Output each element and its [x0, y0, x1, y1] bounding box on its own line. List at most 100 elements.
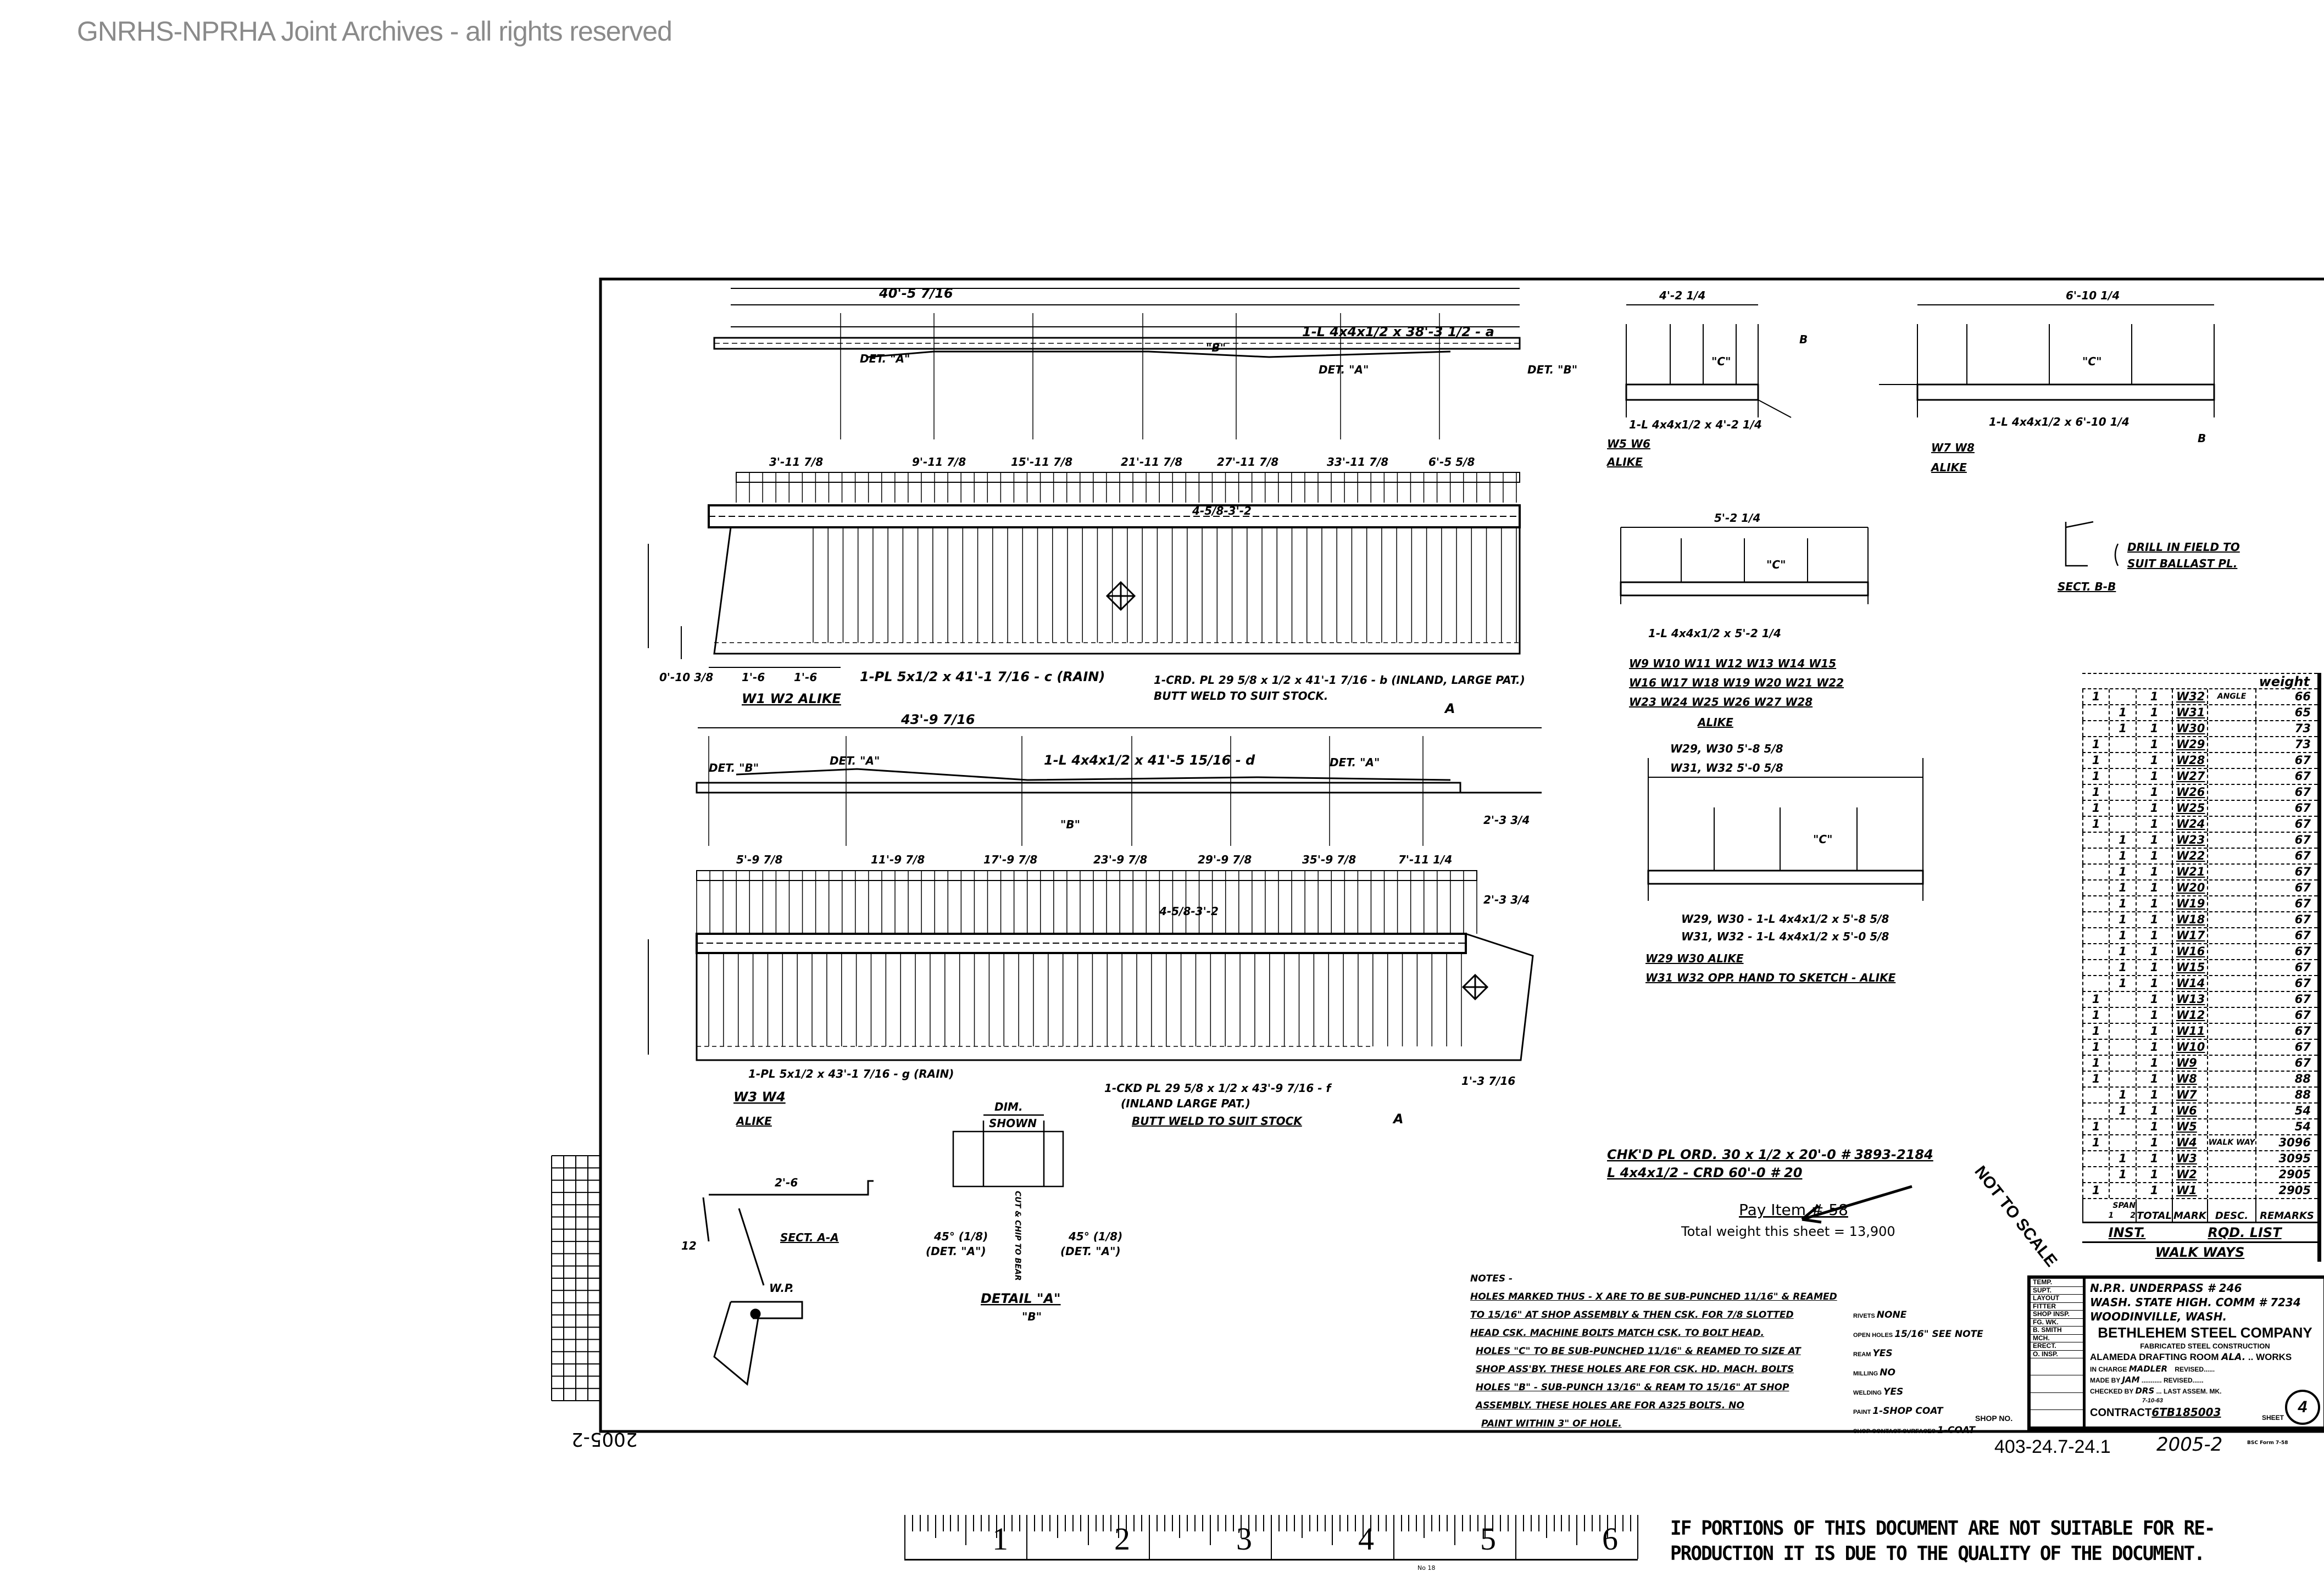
ruler-tick [1034, 1515, 1036, 1531]
ruler-tick [1355, 1515, 1356, 1531]
order-notes: CHK'D PL ORD. 30 x 1/2 x 20'-0 # 3893-21… [1607, 1147, 1933, 1239]
span-2-qty [2109, 1024, 2136, 1039]
ruler-tick [1049, 1515, 1051, 1531]
ruler-tick [1263, 1515, 1265, 1531]
weight: 67 [2255, 785, 2317, 800]
span-1-qty [2082, 976, 2109, 991]
span-2: 2 [2130, 1211, 2136, 1220]
total-qty: 1 [2136, 944, 2172, 959]
mark: W32 [2172, 689, 2207, 704]
mark: W27 [2172, 769, 2207, 784]
dim-label: DIM. [994, 1100, 1023, 1113]
span-1-qty [2082, 849, 2109, 863]
total-qty: 1 [2136, 1040, 2172, 1055]
total-weight: Total weight this sheet = 13,900 [1681, 1224, 1895, 1239]
total-qty: 1 [2136, 817, 2172, 832]
span-2-qty: 1 [2109, 881, 2136, 895]
checked-date: 7-10-63 [2090, 1397, 2320, 1405]
description [2207, 705, 2255, 720]
in-charge-row: IN CHARGE MADLER REVISED...... [2090, 1364, 2215, 1374]
ruler-tick [1377, 1515, 1379, 1531]
span-1-qty [2082, 833, 2109, 848]
in-charge-label: IN CHARGE [2090, 1366, 2127, 1373]
ruler-number: 6 [1602, 1521, 1618, 1557]
span-2-qty: 1 [2109, 1104, 2136, 1118]
drill-note: DRILL IN FIELD TO [2127, 540, 2240, 554]
weight: 67 [2255, 1040, 2317, 1055]
last-mark-label: LAST ASSEM. MK. [2163, 1387, 2222, 1395]
desc-header: DESC. [2207, 1199, 2255, 1222]
spec-value: YES [1883, 1386, 1904, 1397]
ruler-maker: No 18 [1417, 1564, 1436, 1572]
span-1-qty: 1 [2082, 1024, 2109, 1039]
span-1-qty: 1 [2082, 737, 2109, 752]
mark: W5 [2172, 1119, 2207, 1134]
ruler-tick [1026, 1515, 1028, 1559]
ruler-tick [1363, 1515, 1364, 1538]
description [2207, 944, 2255, 959]
weight: 67 [2255, 849, 2317, 863]
description [2207, 1088, 2255, 1102]
ruler-tick [1630, 1515, 1631, 1531]
spec-value: YES [1872, 1348, 1893, 1359]
notes-heading: NOTES - [1470, 1273, 1513, 1284]
weld-angle: 45° (1/8) [1068, 1230, 1122, 1243]
description [2207, 1056, 2255, 1071]
company-subtitle: FABRICATED STEEL CONSTRUCTION [2140, 1342, 2270, 1350]
ruler-tick [1508, 1515, 1509, 1531]
ruler-tick [1622, 1515, 1624, 1531]
spec-value: 15/16" SEE NOTE [1894, 1329, 1983, 1340]
span-1-qty: 1 [2082, 1072, 2109, 1086]
ruler-tick [1416, 1515, 1417, 1531]
total-qty: 1 [2136, 928, 2172, 943]
ruler-tick [1408, 1515, 1410, 1531]
length-dim: 5'-2 1/4 [1714, 511, 1760, 525]
spec-label: OPEN HOLES [1853, 1332, 1893, 1339]
disclaimer-line: PRODUCTION IT IS DUE TO THE QUALITY OF T… [1670, 1542, 2205, 1565]
ruler-tick [996, 1515, 997, 1538]
ruler-tick [1393, 1515, 1394, 1559]
sheet-number: 4 [2285, 1390, 2320, 1425]
detail-w29-w32 [1647, 758, 1924, 901]
plate-callout: 1-PL 5x1/2 x 43'-1 7/16 - g (RAIN) [748, 1067, 954, 1080]
weight: 67 [2255, 992, 2317, 1007]
note-line: PAINT WITHIN 3" OF HOLE. [1481, 1418, 1622, 1429]
plate-callout: 1-PL 5x1/2 x 41'-1 7/16 - c (RAIN) [860, 669, 1105, 684]
total-qty: 1 [2136, 896, 2172, 911]
length-dim: 6'-10 1/4 [2066, 289, 2120, 302]
note-line: SHOP ASS'BY. THESE HOLES ARE FOR CSK. HD… [1476, 1364, 1794, 1375]
span-1-qty: 1 [2082, 1008, 2109, 1023]
weight: 67 [2255, 896, 2317, 911]
description [2207, 801, 2255, 816]
beam-w1-w2-labels: 40'-5 7/16 DET. "A" "B" 1-L 4x4x1/2 x 38… [659, 286, 1577, 716]
ruler-tick [1461, 1515, 1463, 1531]
quality-disclaimer: IF PORTIONS OF THIS DOCUMENT ARE NOT SUI… [1670, 1516, 2215, 1567]
total-qty: 1 [2136, 1167, 2172, 1182]
ruler-tick [1255, 1515, 1257, 1531]
marks-label: W5 W6 [1607, 437, 1650, 450]
station-dim: 21'-11 7/8 [1121, 455, 1182, 469]
mark: W6 [2172, 1104, 2207, 1118]
span-1-qty [2082, 928, 2109, 943]
total-qty: 1 [2136, 1056, 2172, 1071]
ruler-tick [1225, 1515, 1226, 1531]
ruler-tick [1194, 1515, 1196, 1531]
weight: 67 [2255, 1008, 2317, 1023]
alike-label: W31 W32 OPP. HAND TO SKETCH - ALIKE [1645, 971, 1896, 984]
mark: W25 [2172, 801, 2207, 816]
weight: 67 [2255, 960, 2317, 975]
end-dim: 1'-3 7/16 [1461, 1074, 1515, 1088]
total-qty: 1 [2136, 1104, 2172, 1118]
note-line: HOLES "C" TO BE SUB-PUNCHED 11/16" & REA… [1476, 1346, 1801, 1357]
description [2207, 1072, 2255, 1086]
ruler-number: 4 [1358, 1521, 1374, 1557]
weight: 67 [2255, 769, 2317, 784]
revised-label: REVISED [2175, 1366, 2204, 1373]
archive-watermark: GNRHS-NPRHA Joint Archives - all rights … [77, 16, 672, 47]
